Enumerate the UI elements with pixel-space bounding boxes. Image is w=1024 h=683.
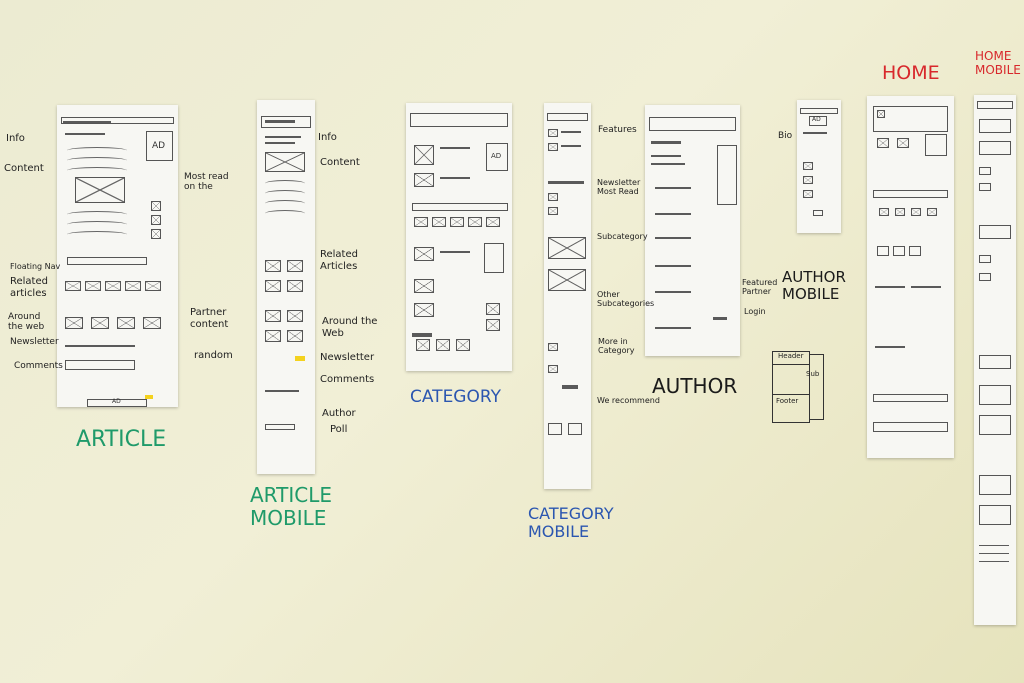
author-annotation-login: Login [744, 307, 766, 316]
article-mobile-annotation-info: Info [318, 132, 337, 143]
heading-home: HOME [882, 62, 940, 84]
article-annotation-floating-nav: Floating Nav [10, 262, 61, 271]
article-annotation-info: Info [6, 133, 25, 144]
home-wireframe-sheet [867, 96, 954, 458]
article-annotation-most-read: Most read on the [184, 172, 229, 193]
author-mobile-sketch-footer: Footer [776, 397, 799, 405]
article-mobile-annotation-related: Related Articles [320, 249, 358, 272]
article-annotation-comments: Comments [14, 361, 63, 371]
heading-author-mobile: AUTHOR MOBILE [782, 268, 846, 304]
article-annotation-content: Content [4, 163, 44, 174]
category-mobile-annotation-other: Other Subcategories [597, 290, 655, 309]
heading-home-mobile: HOME MOBILE [975, 49, 1021, 77]
article-mobile-annotation-comments: Comments [320, 374, 375, 385]
author-mobile-sketch-sub: Sub [806, 370, 820, 378]
article-mobile-annotation-poll: Poll [330, 424, 348, 435]
article-mobile-wireframe-sheet [257, 100, 315, 474]
author-annotation-featured: Featured Partner [742, 278, 778, 297]
article-wireframe-sheet: AD AD [57, 105, 178, 407]
article-annotation-related: Related articles [10, 276, 48, 299]
category-mobile-wireframe-sheet [544, 103, 591, 489]
heading-category: CATEGORY [410, 387, 501, 407]
category-mobile-annotation-features: Features [598, 125, 637, 135]
heading-author: AUTHOR [652, 374, 738, 398]
author-mobile-sketch-header: Header [778, 352, 804, 360]
category-mobile-annotation-more: More in Category [598, 337, 635, 356]
heading-category-mobile: CATEGORY MOBILE [528, 504, 614, 542]
author-wireframe-sheet [645, 105, 740, 356]
article-mobile-annotation-around: Around the Web [322, 316, 378, 339]
author-mobile-sketch [772, 351, 810, 423]
article-annotation-around-web: Around the web [8, 312, 45, 333]
article-mobile-annotation-author: Author [322, 408, 356, 419]
category-mobile-annotation-subcategory: Subcategory [597, 232, 648, 241]
home-mobile-wireframe-sheet [974, 95, 1016, 625]
author-mobile-wireframe-sheet: AD [797, 100, 841, 233]
category-wireframe-sheet: AD [406, 103, 512, 371]
category-mobile-annotation-newsletter: Newsletter Most Read [597, 178, 641, 197]
article-mobile-annotation-content: Content [320, 157, 360, 168]
heading-article-mobile: ARTICLE MOBILE [250, 483, 332, 530]
author-annotation-bio: Bio [778, 131, 793, 141]
article-annotation-random: random [194, 350, 233, 361]
author-mobile-sketch-side [810, 354, 824, 420]
category-mobile-annotation-recommend: We recommend [597, 396, 660, 405]
article-annotation-newsletter: Newsletter [10, 337, 59, 347]
heading-article: ARTICLE [76, 427, 167, 452]
article-mobile-annotation-newsletter: Newsletter [320, 352, 375, 363]
article-annotation-partner: Partner content [190, 307, 229, 330]
